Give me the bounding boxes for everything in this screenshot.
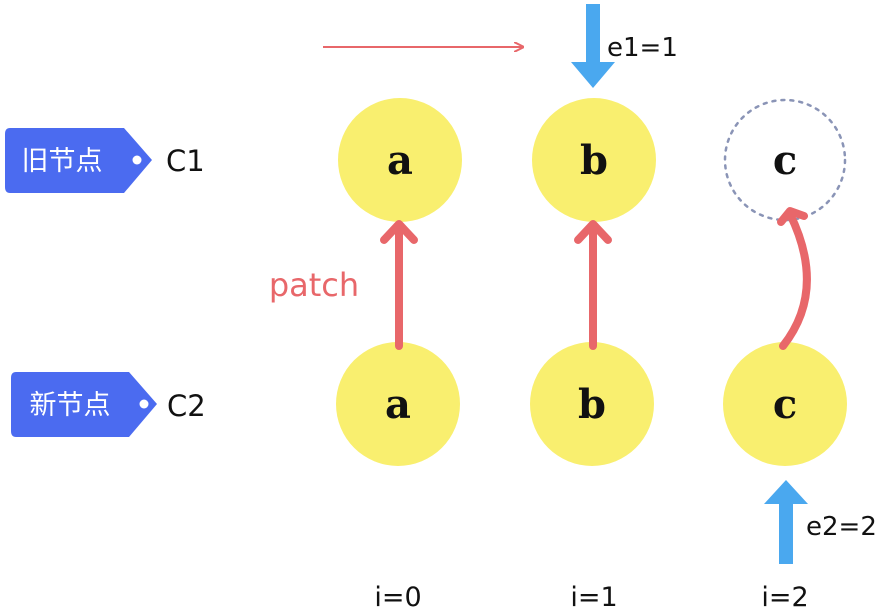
patch-arrow-b — [574, 220, 612, 350]
old-node-c-label: c — [773, 137, 797, 184]
new-nodes-tag: 新节点 — [11, 372, 157, 437]
patch-label: patch — [269, 266, 359, 304]
new-children-label: C2 — [167, 389, 206, 423]
new-node-c — [723, 342, 847, 466]
index-label-1: i=1 — [570, 582, 617, 613]
old-children-label: C1 — [166, 144, 205, 178]
e2-pointer-arrow — [764, 480, 808, 564]
old-node-b-label: b — [580, 137, 608, 184]
old-node-a-label: a — [387, 137, 413, 184]
new-node-a — [336, 342, 460, 466]
old-node-b — [532, 98, 656, 222]
new-node-b-label: b — [578, 381, 606, 428]
index-label-0: i=0 — [374, 582, 421, 613]
index-label-2: i=2 — [761, 582, 808, 613]
old-node-a — [338, 98, 462, 222]
patch-arrow-a — [380, 220, 418, 350]
new-node-c-label: c — [773, 381, 797, 428]
new-node-b — [530, 342, 654, 466]
old-nodes-tag-text: 旧节点 — [22, 146, 103, 177]
old-nodes-tag: 旧节点 — [5, 128, 152, 193]
new-nodes-tag-text: 新节点 — [30, 390, 111, 421]
e2-label: e2=2 — [806, 512, 877, 542]
e1-pointer-arrow — [571, 4, 615, 88]
e1-label: e1=1 — [607, 33, 678, 63]
new-node-a-label: a — [385, 381, 411, 428]
patch-arrow-c — [777, 207, 811, 350]
